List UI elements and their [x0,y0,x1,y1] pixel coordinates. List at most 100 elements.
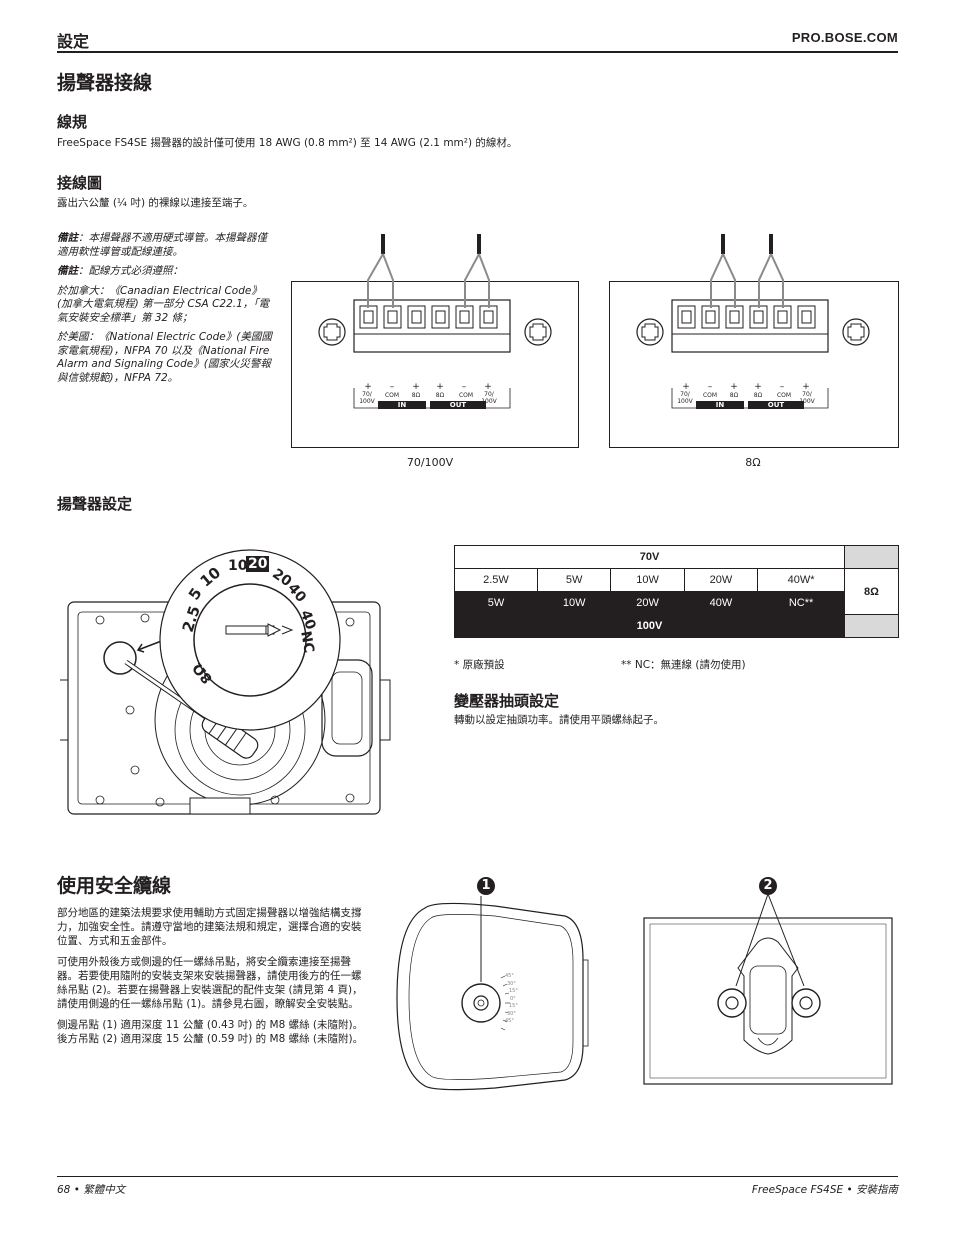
tap-table-corner [844,545,899,569]
speaker-rear-view [643,893,893,1085]
term-label-com: COM [776,392,792,399]
callout-1: 1 [477,877,495,895]
dial-label-selected: 20 [246,556,270,572]
safety-paragraph: 側邊吊點 (1) 適用深度 11 公釐 (0.43 吋) 的 M8 螺絲 (未隨… [57,1019,364,1045]
label-70: 70/ [362,391,372,398]
diagram-heading: 接線圖 [57,174,103,192]
label-out: OUT [449,401,467,409]
angle-label: 15° [509,988,518,994]
note-text: ：本揚聲器不適用硬式導管。本揚聲器僅適用軟性導管或配線連接。 [57,232,267,258]
tap-cell: NC** [757,591,845,615]
term-sign: + [436,382,444,392]
wire-illustration [710,234,784,308]
term-sign: + [754,382,762,392]
wiring-diagram-70-100v: + – + + – + 70/100V COM 8Ω 8Ω COM 70/100… [291,281,579,448]
caption-70-100v: 70/100V [406,456,454,469]
tap-table-corner [844,614,899,638]
tap-cell: 5W [536,568,612,592]
wiring-notes: 備註：本揚聲器不適用硬式導管。本揚聲器僅適用軟性導管或配線連接。 備註：配線方式… [57,232,272,391]
angle-label: 45° [505,973,514,979]
gauge-heading: 線規 [57,113,88,131]
term-sign: + [730,382,738,392]
angle-label: 15° [509,1003,518,1009]
tap-setting-heading: 變壓器抽頭設定 [454,692,560,710]
term-sign: – [707,382,713,392]
term-sign: + [484,382,492,392]
screw-icon [842,318,870,346]
term-sign: + [682,382,690,392]
dial-label: 10 [228,558,248,574]
term-sign: + [802,382,810,392]
term-label-8ohm: 8Ω [435,392,445,399]
term-sign: + [364,382,372,392]
note-2: 備註：配線方式必須遵照： [57,265,272,279]
label-100v: 100V [677,398,693,405]
gauge-text: FreeSpace FS4SE 揚聲器的設計僅可使用 18 AWG (0.8 m… [57,137,518,149]
term-sign: – [461,382,467,392]
label-in: IN [715,401,725,409]
angle-label: 30° [507,980,516,987]
header-rule [57,51,898,53]
safety-text: 部分地區的建築法規要求使用輔助方式固定揚聲器以增強結構支撐力，加強安全性。請遵守… [57,906,367,1053]
table-row: 5W 10W 20W 40W NC** [454,591,899,615]
term-label-70-100: 70/100V [673,391,697,405]
term-label-com: COM [458,392,474,399]
screw-icon [636,318,664,346]
tap-table-70v-header: 70V [454,545,845,569]
footnote-nc: ** NC：無連線 (請勿使用) [621,659,746,671]
terminal-block-illustration [636,299,870,409]
tap-table-100v-header: 100V [454,614,845,638]
term-label-70-100: 70/100V [477,391,501,405]
note-text: ：配線方式必須遵照： [78,265,183,277]
safety-paragraph: 部分地區的建築法規要求使用輔助方式固定揚聲器以增強結構支撐力，加強安全性。請遵守… [57,907,362,947]
tap-table: 70V 2.5W 5W 10W 20W 40W* 8Ω 5W 10W 20W 4… [454,545,899,638]
site-url: PRO.BOSE.COM [791,30,898,45]
footer-doc: FreeSpace FS4SE • 安裝指南 [751,1184,898,1196]
note-1: 備註：本揚聲器不適用硬式導管。本揚聲器僅適用軟性導管或配線連接。 [57,232,272,259]
tap-setting-text: 轉動以設定抽頭功率。請使用平頭螺絲起子。 [454,714,664,726]
label-in: IN [397,401,407,409]
tap-cell: 10W [610,568,685,592]
safety-title: 使用安全纜線 [57,875,172,897]
angle-label: 0° [510,995,516,1002]
callout-2: 2 [759,877,777,895]
wire-illustration [367,234,490,308]
caption-8ohm: 8Ω [745,456,761,469]
note-canada: 於加拿大：《Canadian Electrical Code》(加拿大電氣規程)… [57,285,272,326]
tap-cell: 10W [536,591,612,615]
term-label-8ohm: 8Ω [411,392,421,399]
label-70: 70/ [802,391,812,398]
tap-cell: 40W* [757,568,845,592]
safety-paragraph: 可使用外殼後方或側邊的任一螺絲吊點，將安全纜索連接至揚聲器。若要使用隨附的安裝支… [57,956,363,1010]
note-text: 於加拿大：《Canadian Electrical Code》(加拿大電氣規程)… [57,284,270,324]
term-sign: – [389,382,395,392]
term-sign: – [779,382,785,392]
note-text: 於美國：《National Electric Code》(美國國家電氣規程)，N… [57,331,272,384]
term-label-com: COM [702,392,718,399]
tap-cell: 40W [683,591,759,615]
footer-page: 68 • 繁體中文 [57,1184,126,1196]
angle-label: 30° [507,1010,516,1017]
screw-icon [318,318,346,346]
term-label-70-100: 70/100V [795,391,819,405]
tap-cell-8ohm: 8Ω [844,568,899,615]
section-title: 設定 [57,32,90,51]
term-sign: + [412,382,420,392]
footer-rule [57,1176,898,1177]
wiring-title: 揚聲器接線 [57,72,153,94]
diagram-text: 露出六公釐 (¼ 吋) 的裸線以連接至端子。 [57,197,254,209]
term-label-com: COM [384,392,400,399]
term-label-8ohm: 8Ω [729,392,739,399]
label-100v: 100V [481,398,497,405]
terminal-block-illustration [318,299,552,409]
tap-cell: 2.5W [454,568,538,592]
note-label: 備註 [57,232,78,244]
angle-label: 45° [505,1018,514,1024]
footnote-default: * 原廠預設 [454,659,505,671]
tap-selector-illustration [60,549,391,815]
label-out: OUT [767,401,785,409]
label-70: 70/ [484,391,494,398]
tap-cell: 20W [610,591,685,615]
speaker-settings-heading: 揚聲器設定 [57,495,133,513]
term-label-70-100: 70/100V [355,391,379,405]
